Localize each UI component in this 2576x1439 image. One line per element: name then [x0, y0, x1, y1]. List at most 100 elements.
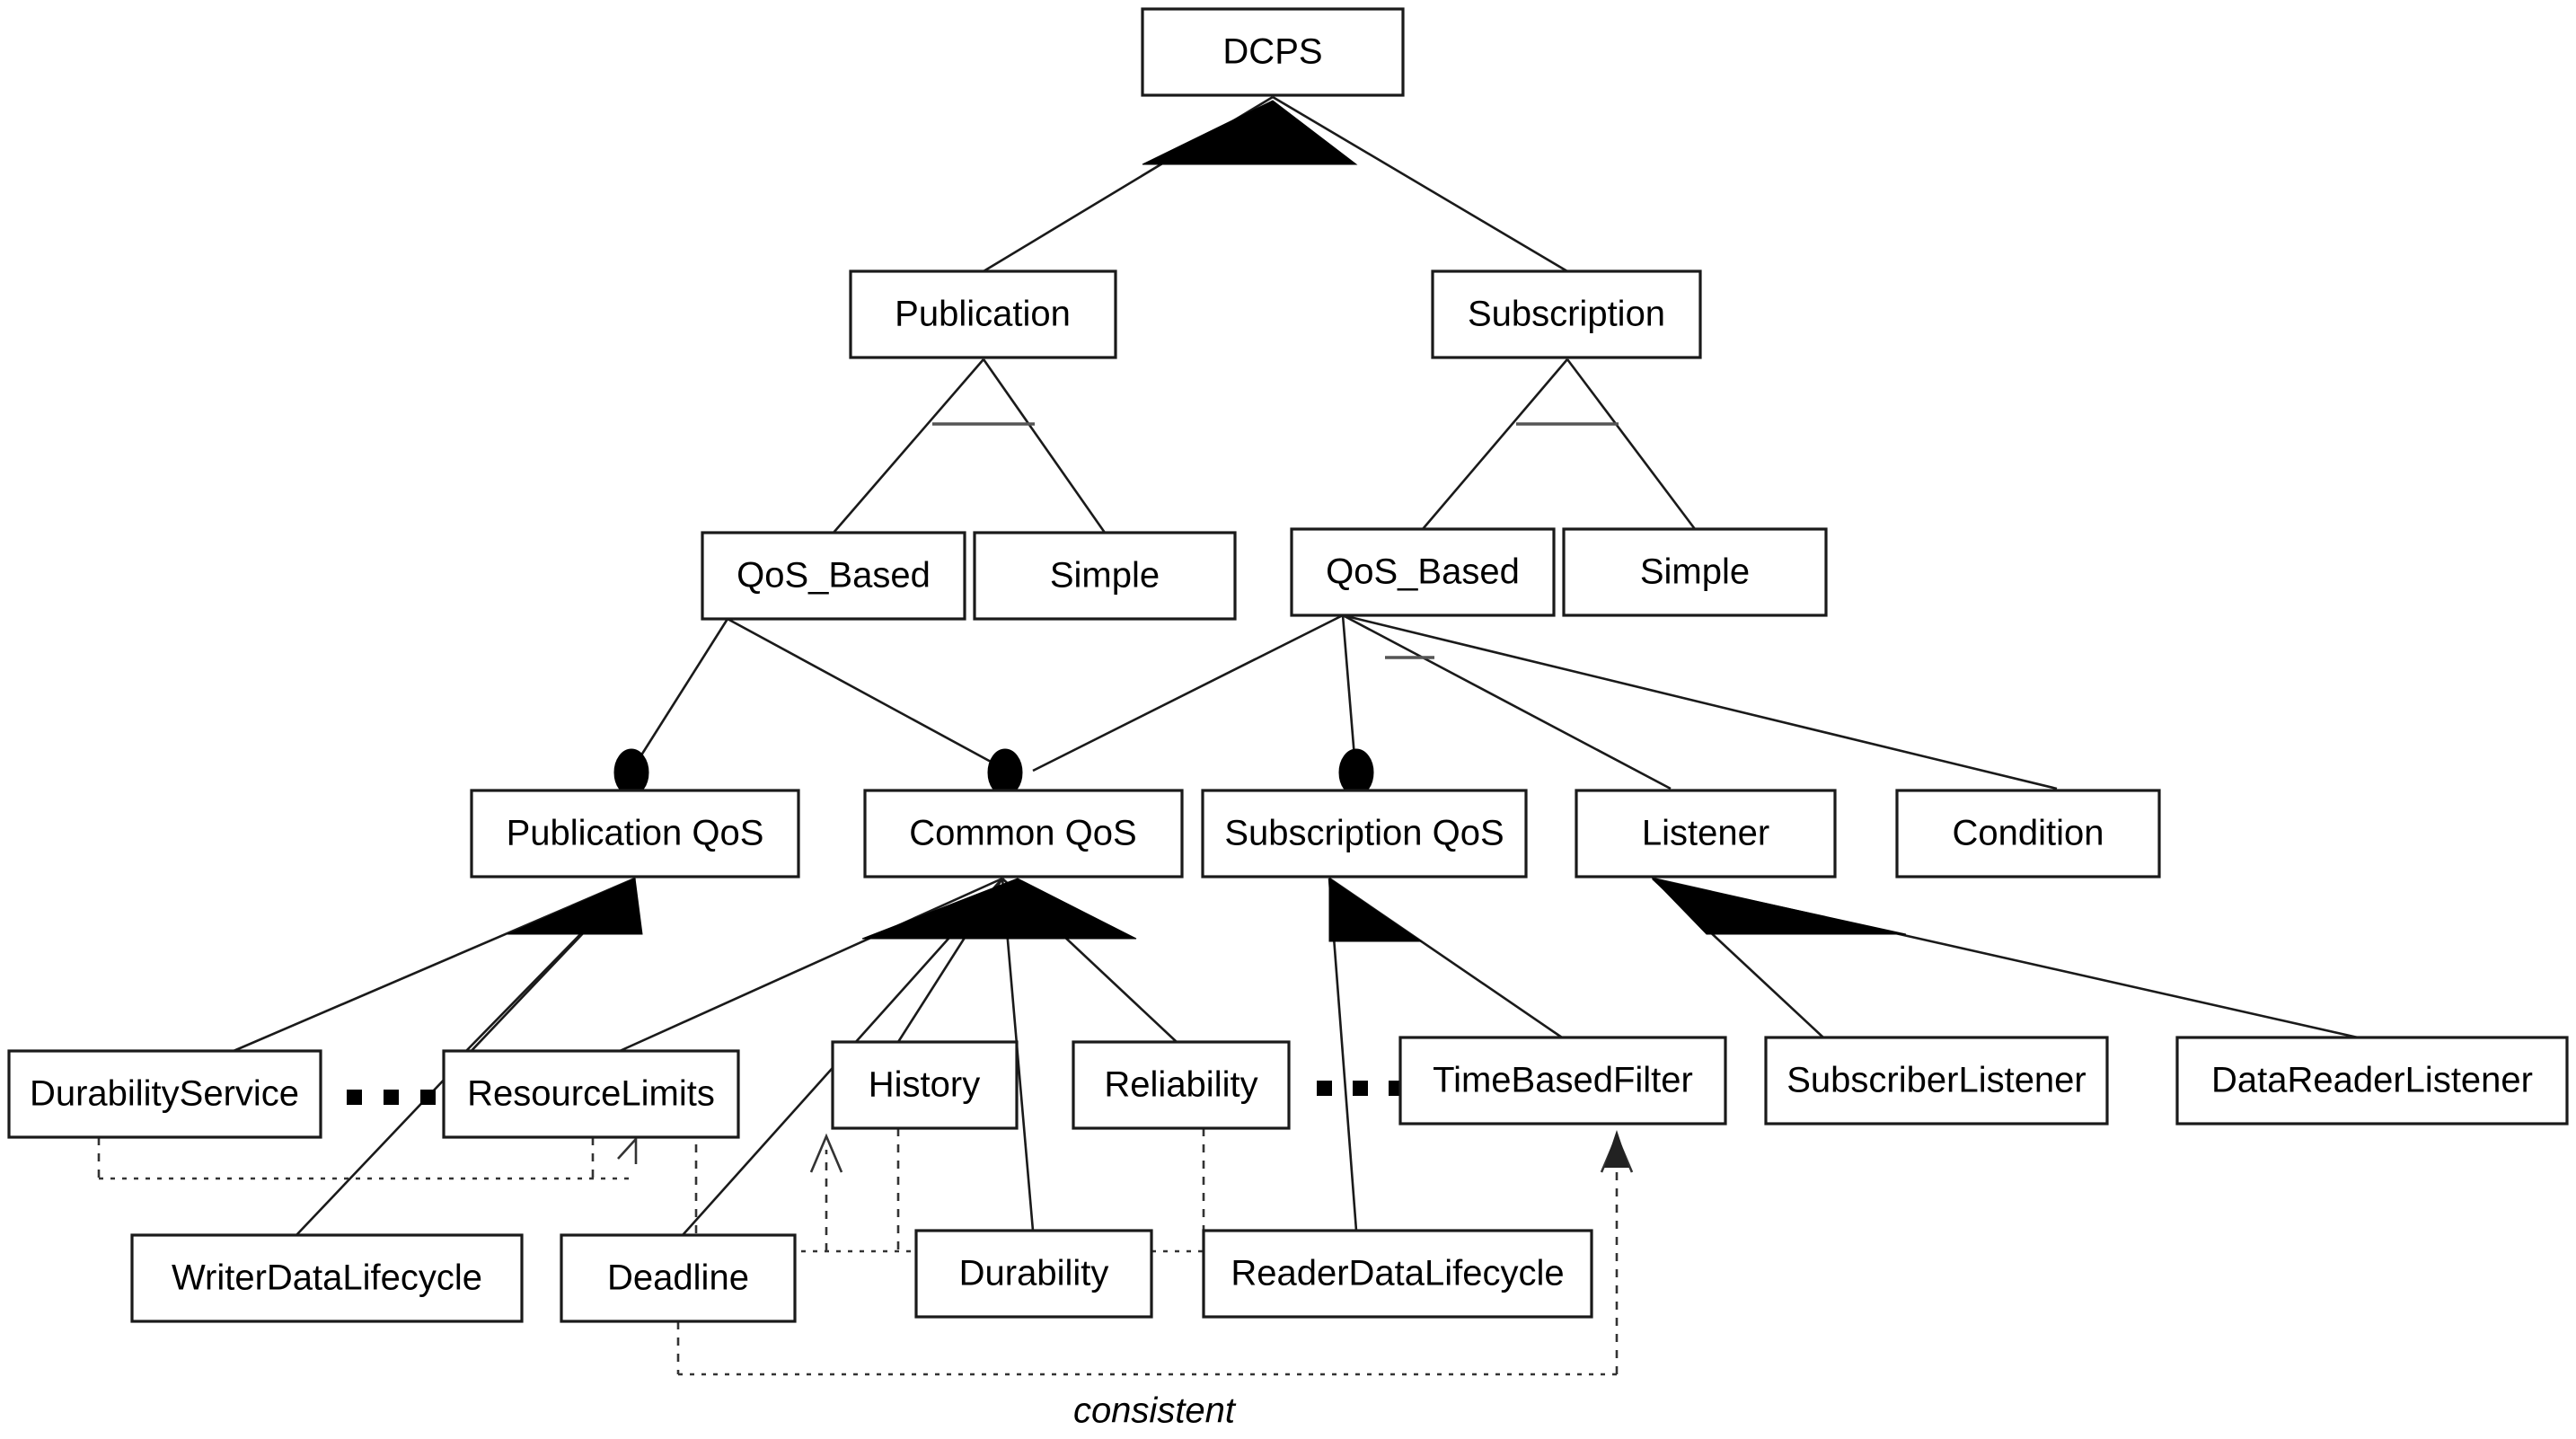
node-label-deadline: Deadline — [607, 1258, 749, 1298]
node-publication-qos[interactable]: Publication QoS — [470, 789, 800, 878]
node-label-time-based-filter: TimeBasedFilter — [1433, 1061, 1693, 1100]
node-label-qos-based-subscription: QoS_Based — [1326, 552, 1520, 592]
node-box-common-qos[interactable] — [863, 789, 1184, 878]
generalization-triangle-filled-publication-qos — [507, 878, 643, 935]
node-box-dcps[interactable] — [1141, 7, 1405, 97]
node-label-subscriber-listener: SubscriberListener — [1786, 1061, 2086, 1100]
node-box-simple-subscription[interactable] — [1562, 527, 1828, 617]
node-box-reliability[interactable] — [1072, 1040, 1291, 1130]
node-label-publication-qos: Publication QoS — [507, 814, 764, 853]
node-qos-based-publication[interactable]: QoS_Based — [701, 531, 966, 621]
ellipsis-dot-1 — [347, 1090, 362, 1105]
node-box-subscription[interactable] — [1431, 269, 1702, 359]
gen-edge-subscription-qosbased — [1422, 358, 1568, 530]
node-condition[interactable]: Condition — [1895, 789, 2161, 878]
ellipsis-dot-4 — [1317, 1081, 1332, 1096]
node-label-dcps: DCPS — [1222, 32, 1322, 72]
node-label-simple-subscription: Simple — [1640, 552, 1750, 592]
gen-edge-qosbasedsub-listener — [1342, 614, 1672, 790]
node-simple-subscription[interactable]: Simple — [1562, 527, 1828, 617]
node-box-listener[interactable] — [1575, 789, 1837, 878]
gen-edge-qosbasedsub-condition — [1342, 614, 2058, 790]
node-box-writer-data-lifecycle[interactable] — [130, 1233, 524, 1323]
node-label-condition: Condition — [1952, 814, 2104, 853]
node-label-reliability: Reliability — [1104, 1065, 1257, 1105]
gen-edge-publication-qosbased — [833, 358, 984, 534]
generalization-triangle-filled-listener — [1651, 878, 1907, 935]
node-box-condition[interactable] — [1895, 789, 2161, 878]
generalization-publication — [833, 358, 1107, 534]
gen-edge-commonqos-resourcelimits — [619, 877, 1003, 1053]
node-qos-based-subscription[interactable]: QoS_Based — [1290, 527, 1556, 617]
generalization-listener — [1651, 877, 2359, 1039]
node-deadline[interactable]: Deadline — [560, 1233, 797, 1323]
node-subscriber-listener[interactable]: SubscriberListener — [1764, 1036, 2109, 1126]
dep-arrowhead-fill-timebasedfilter — [1604, 1130, 1629, 1168]
node-label-common-qos: Common QoS — [909, 814, 1136, 853]
node-resource-limits[interactable]: ResourceLimits — [442, 1049, 740, 1139]
node-box-subscriber-listener[interactable] — [1764, 1036, 2109, 1126]
node-simple-publication[interactable]: Simple — [973, 531, 1237, 621]
node-history[interactable]: History — [831, 1040, 1019, 1130]
generalization-subscription — [1422, 358, 1697, 530]
node-box-subscription-qos[interactable] — [1201, 789, 1528, 878]
node-box-time-based-filter[interactable] — [1398, 1036, 1727, 1126]
node-box-durability-service[interactable] — [7, 1049, 322, 1139]
node-box-qos-based-subscription[interactable] — [1290, 527, 1556, 617]
node-label-reader-data-lifecycle: ReaderDataLifecycle — [1231, 1254, 1564, 1293]
dep-arrowhead-resourcelimits — [617, 1135, 638, 1164]
node-box-simple-publication[interactable] — [973, 531, 1237, 621]
node-subscription[interactable]: Subscription — [1431, 269, 1702, 359]
node-time-based-filter[interactable]: TimeBasedFilter — [1398, 1036, 1727, 1126]
dependency-deadline-timebasedfilter — [676, 1130, 1634, 1376]
dependency-durabilityservice-resourcelimits — [97, 1135, 638, 1180]
node-durability[interactable]: Durability — [914, 1229, 1153, 1319]
generalization-subscription-qos — [1328, 877, 1563, 1232]
node-box-reader-data-lifecycle[interactable] — [1202, 1229, 1593, 1319]
node-listener[interactable]: Listener — [1575, 789, 1837, 878]
node-label-simple-publication: Simple — [1050, 556, 1160, 596]
fanout-qosbased-sub — [1032, 614, 2058, 797]
dep-arrowhead-history — [809, 1133, 843, 1173]
node-durability-service[interactable]: DurabilityService — [7, 1049, 322, 1139]
node-label-publication: Publication — [895, 295, 1071, 334]
node-label-listener: Listener — [1642, 814, 1769, 853]
node-box-publication[interactable] — [849, 269, 1117, 359]
node-box-resource-limits[interactable] — [442, 1049, 740, 1139]
node-box-deadline[interactable] — [560, 1233, 797, 1323]
generalization-triangle-filled-dcps — [1142, 100, 1358, 165]
node-data-reader-listener[interactable]: DataReaderListener — [2175, 1036, 2569, 1126]
node-common-qos[interactable]: Common QoS — [863, 789, 1184, 878]
node-reliability[interactable]: Reliability — [1072, 1040, 1291, 1130]
node-label-subscription: Subscription — [1468, 295, 1665, 334]
node-writer-data-lifecycle[interactable]: WriterDataLifecycle — [130, 1233, 524, 1323]
node-box-qos-based-publication[interactable] — [701, 531, 966, 621]
node-box-durability[interactable] — [914, 1229, 1153, 1319]
ellipsis-right — [1317, 1081, 1404, 1096]
node-publication[interactable]: Publication — [849, 269, 1117, 359]
comp-edge-qosbasedsub-commonqos — [1032, 614, 1344, 772]
gen-edge-dcps-subscription — [1272, 95, 1568, 273]
node-box-data-reader-listener[interactable] — [2175, 1036, 2569, 1126]
node-label-writer-data-lifecycle: WriterDataLifecycle — [172, 1258, 482, 1298]
node-box-history[interactable] — [831, 1040, 1019, 1130]
node-label-history: History — [869, 1065, 980, 1105]
node-reader-data-lifecycle[interactable]: ReaderDataLifecycle — [1202, 1229, 1593, 1319]
annotation-consistent: consistent — [1073, 1391, 1237, 1431]
comp-edge-qosbasedsub-subscriptionqos — [1341, 614, 1357, 769]
node-label-data-reader-listener: DataReaderListener — [2211, 1061, 2533, 1100]
node-dcps[interactable]: DCPS — [1141, 7, 1405, 97]
ellipsis-dot-2 — [384, 1090, 399, 1105]
ellipsis-dot-5 — [1353, 1081, 1368, 1096]
generalization-dcps — [983, 95, 1568, 273]
generalization-publication-qos — [233, 877, 643, 1236]
node-label-durability: Durability — [959, 1254, 1109, 1293]
composition-qosbased-pub — [613, 617, 1023, 797]
gen-edge-subscription-simple — [1566, 358, 1697, 530]
node-subscription-qos[interactable]: Subscription QoS — [1201, 789, 1528, 878]
node-box-publication-qos[interactable] — [470, 789, 800, 878]
ellipsis-dot-3 — [420, 1090, 436, 1105]
gen-edge-publication-simple — [982, 358, 1107, 534]
